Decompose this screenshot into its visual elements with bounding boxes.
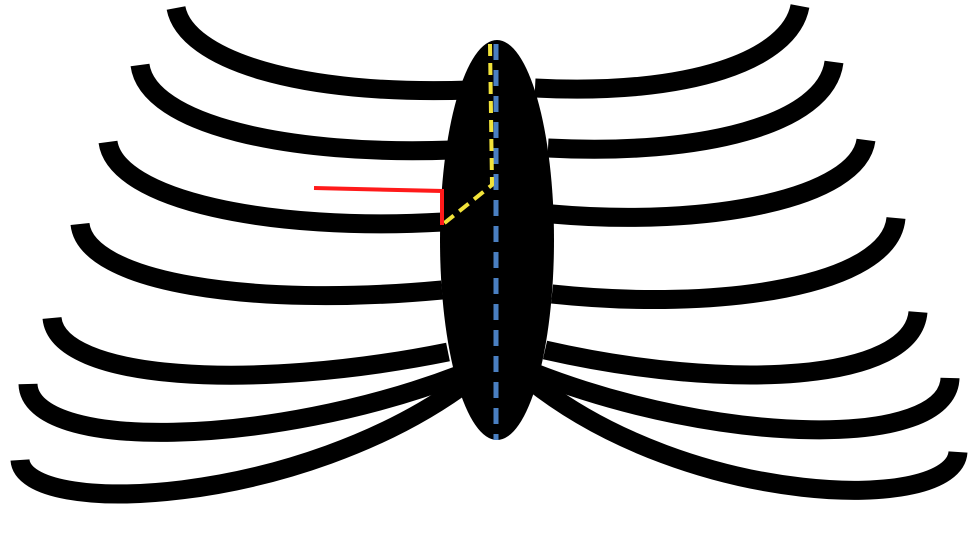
left-rib-4 — [80, 224, 442, 296]
left-ribs — [20, 8, 470, 494]
right-ribs — [530, 6, 958, 490]
right-rib-4 — [552, 218, 896, 300]
right-rib-5 — [545, 312, 918, 375]
right-rib-1 — [535, 6, 800, 89]
left-rib-5 — [52, 318, 448, 375]
left-rib-1 — [176, 8, 470, 91]
